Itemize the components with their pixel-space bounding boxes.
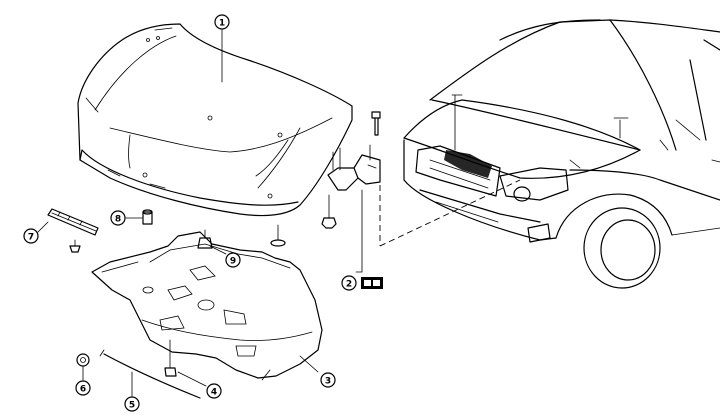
grease-symbol-icon bbox=[361, 277, 383, 289]
callout-7: 7 bbox=[23, 228, 39, 244]
svg-text:3: 3 bbox=[325, 377, 331, 387]
hood-seal-part bbox=[47, 208, 99, 253]
svg-text:9: 9 bbox=[230, 257, 236, 267]
hood-rod-part bbox=[99, 349, 201, 399]
svg-text:7: 7 bbox=[28, 233, 34, 243]
callout-2: 2 bbox=[341, 275, 357, 291]
callout-5: 5 bbox=[124, 396, 140, 412]
undercover-clip-part bbox=[164, 339, 177, 377]
hood-panel bbox=[77, 23, 353, 217]
svg-text:4: 4 bbox=[211, 388, 217, 398]
svg-text:8: 8 bbox=[115, 215, 121, 225]
engine-undercover-part bbox=[91, 231, 323, 381]
callout-8: 8 bbox=[110, 210, 126, 226]
svg-text:6: 6 bbox=[80, 385, 86, 395]
hood-stop-pad bbox=[270, 224, 286, 247]
callout-6: 6 bbox=[75, 380, 91, 396]
svg-text:1: 1 bbox=[219, 19, 225, 29]
callout-1: 1 bbox=[214, 14, 230, 30]
callout-3: 3 bbox=[320, 372, 336, 388]
grommet-part bbox=[76, 353, 90, 367]
callout-leaders bbox=[37, 29, 363, 397]
vehicle-front-view bbox=[403, 19, 720, 289]
hood-hinge-part bbox=[321, 111, 521, 247]
svg-text:5: 5 bbox=[129, 401, 135, 411]
svg-text:2: 2 bbox=[346, 280, 352, 290]
callout-9: 9 bbox=[225, 252, 241, 268]
bumper-rubber-part bbox=[142, 209, 153, 225]
callout-4: 4 bbox=[206, 383, 222, 399]
